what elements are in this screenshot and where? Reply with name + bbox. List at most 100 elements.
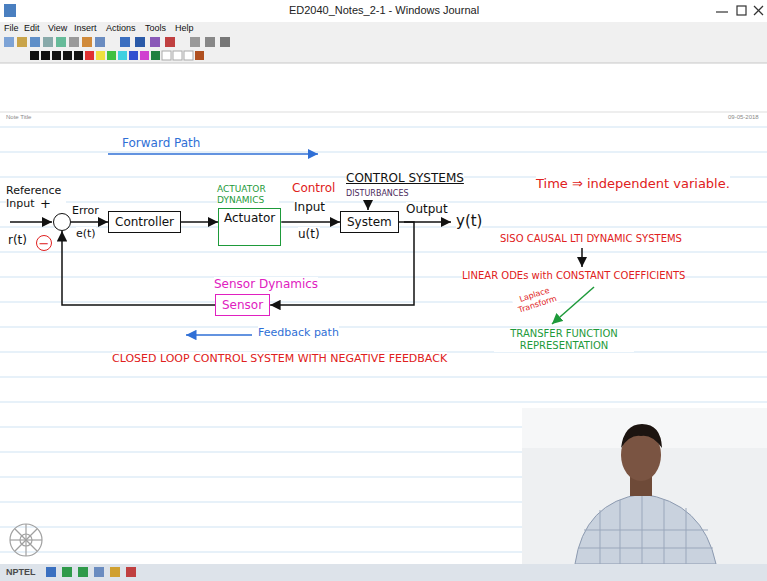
title-bar [754,6,763,15]
presenter-video [522,408,767,564]
sign: + [40,197,51,211]
toolbar [162,51,171,60]
toolbar [129,51,138,60]
sign: − [39,237,50,250]
toolbar [0,35,767,63]
note-title: Note Title [6,114,31,121]
toolbar [56,37,66,47]
summing-junction: + [53,213,71,231]
toolbar [41,51,50,60]
controller-block: Controller [108,211,181,233]
sensor-block: Sensor DynamicsSensor [215,294,270,316]
signal-arrows [108,153,318,155]
signal-label: Error [72,204,99,217]
note-title-rule [0,112,767,113]
toolbar [95,37,105,47]
menu-item: View [48,23,67,34]
title-bar [754,6,763,15]
signal-arrows [10,221,52,223]
actuator-block: ACTUATOR DYNAMICSActuator [218,208,281,246]
ruled-lines [0,127,767,128]
taskbar [94,567,104,577]
ruled-lines [0,152,767,153]
toolbar [30,37,40,47]
toolbar [69,37,79,47]
note-text: SISO CAUSAL LTI DYNAMIC SYSTEMS [500,233,682,245]
toolbar [118,51,127,60]
presenter-video [621,424,662,448]
menu-item: Insert [74,23,97,34]
signal-arrows [552,287,594,324]
signal-label: Reference Input [6,184,66,210]
toolbar [220,37,230,47]
window-title: ED2040_Notes_2-1 - Windows Journal [234,4,534,17]
signal-arrows [186,334,252,336]
toolbar [140,51,149,60]
taskbar [0,564,767,581]
ruled-lines [0,402,767,403]
taskbar [0,564,767,581]
signal-label: Control [292,181,335,195]
toolbar [43,37,53,47]
toolbar [17,37,27,47]
block-heading: ACTUATOR DYNAMICS [217,184,279,206]
title-bar [737,6,746,15]
system-block: System [340,211,399,233]
toolbar [82,37,92,47]
signal-connector [181,221,218,223]
toolbar [120,37,130,47]
nptel-logo [15,529,37,551]
signal-name: u(t) [298,227,320,241]
toolbar [85,51,94,60]
note-text: Laplace Transform [511,283,561,315]
toolbar [151,51,160,60]
signal-label: Output [406,202,448,216]
menu-item: File [4,23,19,34]
presenter-video [579,496,713,564]
taskbar [46,567,56,577]
signal-label: Input [294,200,325,214]
menu-bar [0,22,767,35]
block-label: System [347,215,392,229]
ruled-lines [0,127,767,552]
menu-item: Tools [145,23,166,34]
nptel-logo [10,524,42,556]
nptel-logo [10,524,42,556]
signal-connector [270,222,414,305]
title-bar [4,4,16,17]
title-bar [716,11,728,12]
nptel-logo [15,529,37,551]
toolbar [190,37,200,47]
taskbar [126,567,136,577]
menu-item: Actions [106,23,136,34]
ruled-lines [0,327,767,328]
toolbar [107,51,116,60]
toolbar [184,51,193,60]
toolbar [30,51,39,60]
toolbar [0,63,767,64]
title-bar [0,0,767,22]
signal-connector [62,231,215,305]
ruled-lines [0,377,767,378]
toolbar [135,37,145,47]
toolbar [74,51,83,60]
signal-name: y(t) [456,212,482,230]
toolbar [0,35,767,63]
toolbar [173,51,182,60]
toolbar [195,51,204,60]
toolbar [63,51,72,60]
note-title-rule [0,112,767,113]
toolbar [150,37,160,47]
signal-connector [71,221,108,223]
ruled-lines [0,202,767,203]
ruled-lines [0,252,767,253]
block-label: Sensor [222,298,263,312]
toolbar [165,37,175,47]
ruled-lines [0,302,767,303]
note-text: LINEAR ODEs with CONSTANT COEFFICIENTS [462,270,685,282]
title-bar [0,0,767,22]
menu-item: Edit [24,23,40,34]
note-text: TRANSFER FUNCTION REPRESENTATION [494,328,634,352]
logo-text: NPTEL [6,567,36,578]
